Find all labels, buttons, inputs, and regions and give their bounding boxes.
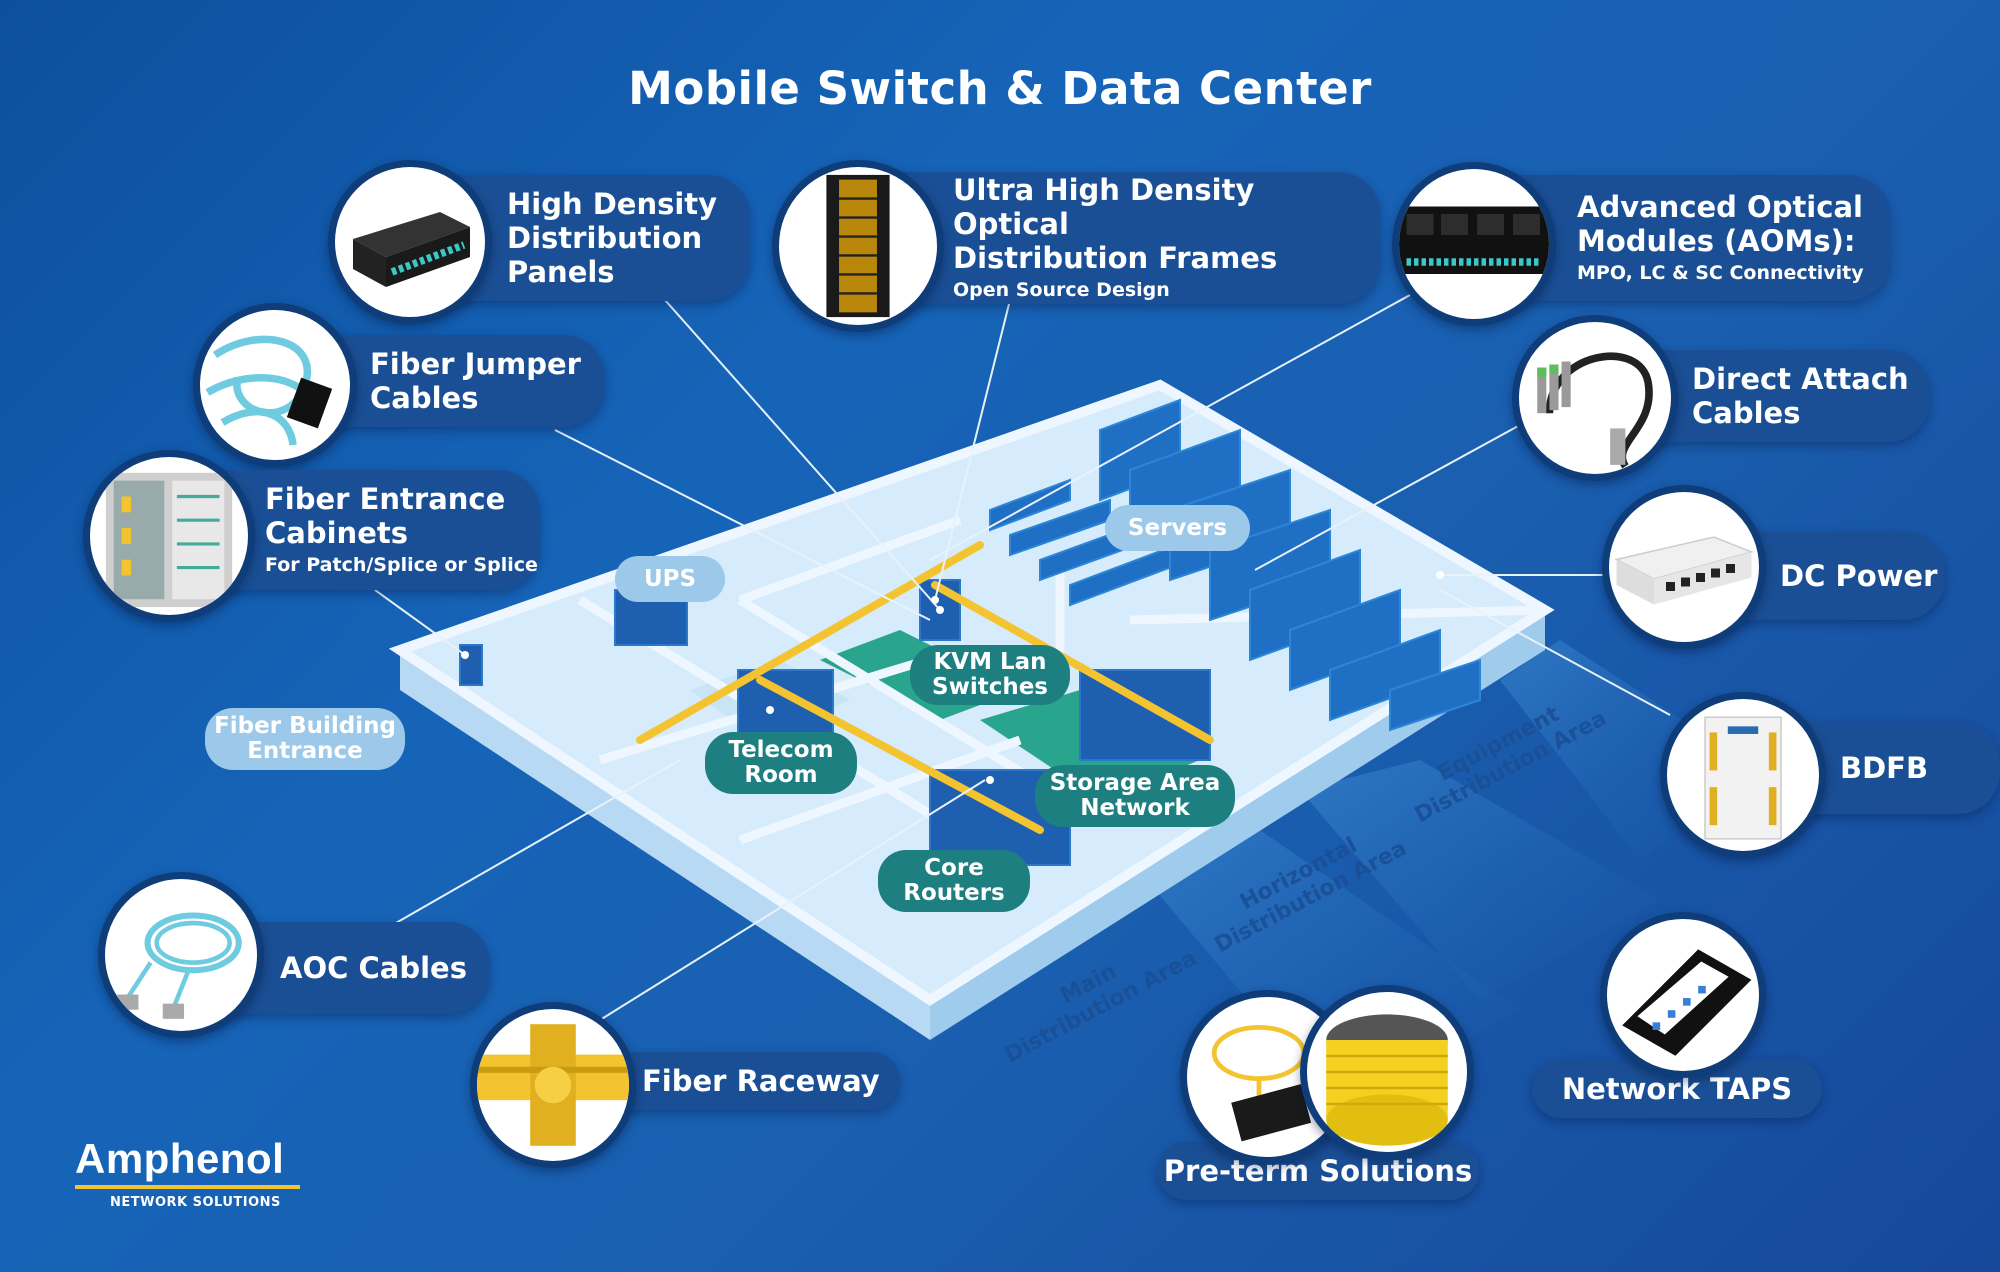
label-ultra-high-density-text: Ultra High Density Optical Distribution … (953, 173, 1278, 275)
room-label-servers: Servers (1105, 505, 1250, 551)
label-aoms-sub: MPO, LC & SC Connectivity (1577, 262, 1864, 284)
aoc-cable-image (98, 872, 264, 1038)
label-fiber-entrance-sub: For Patch/Splice or Splice (265, 554, 538, 576)
logo-underline (75, 1185, 300, 1189)
high-density-panel-image (328, 160, 492, 324)
building-left-wall (400, 650, 930, 1040)
label-preterm: Pre-term Solutions (1157, 1142, 1479, 1200)
server-racks (989, 398, 1481, 732)
label-high-density-panels-text: High Density Distribution Panels (507, 187, 718, 289)
dc-power-image (1602, 485, 1766, 649)
wall-7 (738, 735, 1022, 845)
label-aoc-text: AOC Cables (280, 951, 467, 985)
network-taps-image (1600, 912, 1766, 1078)
logo-subtitle: NETWORK SOLUTIONS (110, 1195, 281, 1210)
fiber-raceway-trays (636, 541, 1214, 834)
direct-attach-cable-image (1512, 315, 1678, 481)
logo-name: Amphenol (75, 1135, 285, 1182)
leader-lines (374, 294, 1671, 1021)
wall-5 (738, 515, 962, 605)
preterm-spool-image (1300, 985, 1474, 1159)
bdfb-image (1660, 692, 1826, 858)
label-dc-power-text: DC Power (1780, 559, 1938, 593)
room-label-kvm: KVM Lan Switches (910, 645, 1070, 705)
fiber-entrance-cabinet-image (83, 450, 255, 622)
aom-module-image (1392, 162, 1556, 326)
ultra-high-density-frame-image (772, 160, 944, 332)
amphenol-logo: Amphenol NETWORK SOLUTIONS (75, 1135, 300, 1210)
room-label-telecom: Telecom Room (705, 732, 857, 794)
label-fiber-raceway-text: Fiber Raceway (642, 1064, 880, 1098)
horizontal-zone-strip (1300, 760, 1660, 1000)
room-label-ups: UPS (615, 556, 725, 602)
leader-dots (461, 571, 1444, 784)
fiber-jumper-image (193, 303, 357, 467)
label-fiber-entrance-text: Fiber Entrance Cabinets (265, 482, 506, 550)
label-bdfb-text: BDFB (1840, 751, 1929, 785)
label-aoms-text: Advanced Optical Modules (AOMs): (1577, 190, 1863, 258)
label-ultra-high-density-sub: Open Source Design (953, 279, 1170, 301)
label-direct-attach-text: Direct Attach Cables (1692, 362, 1909, 430)
label-preterm-text: Pre-term Solutions (1163, 1154, 1473, 1188)
room-label-fiber-building: Fiber Building Entrance (205, 708, 405, 770)
room-label-core: Core Routers (878, 850, 1030, 912)
label-fiber-jumper-text: Fiber Jumper Cables (370, 347, 581, 415)
page-title: Mobile Switch & Data Center (628, 62, 1372, 115)
room-label-san: Storage Area Network (1035, 765, 1235, 827)
fiber-raceway-image (470, 1002, 636, 1168)
wall-2 (737, 596, 1053, 794)
